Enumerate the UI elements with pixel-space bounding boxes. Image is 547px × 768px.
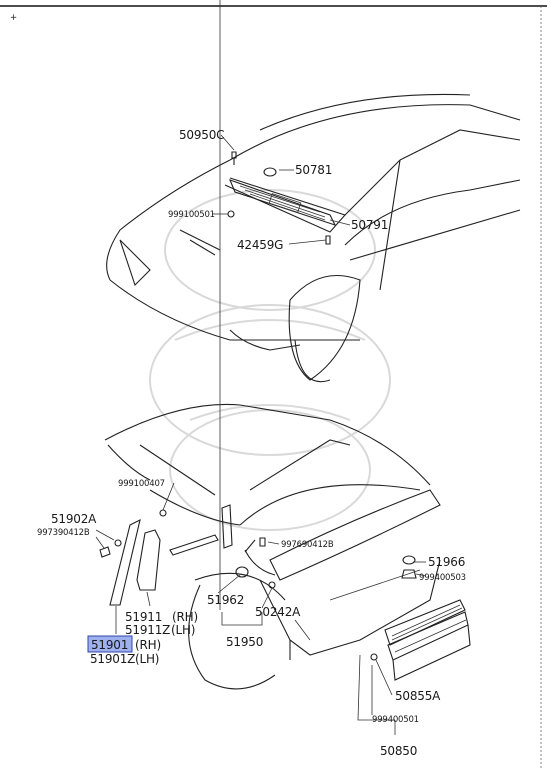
callout-51911-rh: (RH) (172, 610, 198, 624)
callout-51911Z: 51911Z (125, 623, 170, 637)
callout-51901Z-lh: (LH) (135, 652, 159, 666)
callout-51901[interactable]: 51901 (91, 638, 128, 652)
callout-50950C: 50950C (179, 128, 224, 142)
watermark-emblem (149, 189, 391, 531)
callout-999100407: 999100407 (118, 479, 165, 489)
highlight-51901 (87, 635, 133, 653)
callout-51901Z: 51901Z (90, 652, 135, 666)
callout-51962: 51962 (207, 593, 244, 607)
callout-997390412B: 997390412B (37, 528, 90, 538)
callout-51966: 51966 (428, 555, 465, 569)
callout-997690412B: 997690412B (281, 540, 334, 550)
corner-mark: + (10, 13, 17, 23)
callout-50781: 50781 (295, 163, 332, 177)
leader-lines (95, 0, 427, 735)
front-car-drawing (106, 93, 521, 383)
callout-50855A: 50855A (395, 689, 441, 703)
callout-50791: 50791 (351, 218, 388, 232)
callout-50850: 50850 (380, 744, 417, 758)
callout-51911: 51911 (125, 610, 162, 624)
callout-999400503: 999400503 (419, 573, 466, 583)
callout-labels: 50950C 50781 999100501 50791 42459G 9991… (37, 128, 466, 758)
callout-50242A: 50242A (255, 605, 301, 619)
callout-42459G: 42459G (237, 238, 283, 252)
callout-51902A: 51902A (51, 512, 97, 526)
callout-999100501: 999100501 (168, 210, 215, 220)
callout-51950: 51950 (226, 635, 263, 649)
callout-51911Z-lh: (LH) (171, 623, 195, 637)
rear-car-drawing (99, 403, 471, 721)
callout-51901-rh: (RH) (135, 638, 161, 652)
callout-999400501: 999400501 (372, 715, 419, 725)
